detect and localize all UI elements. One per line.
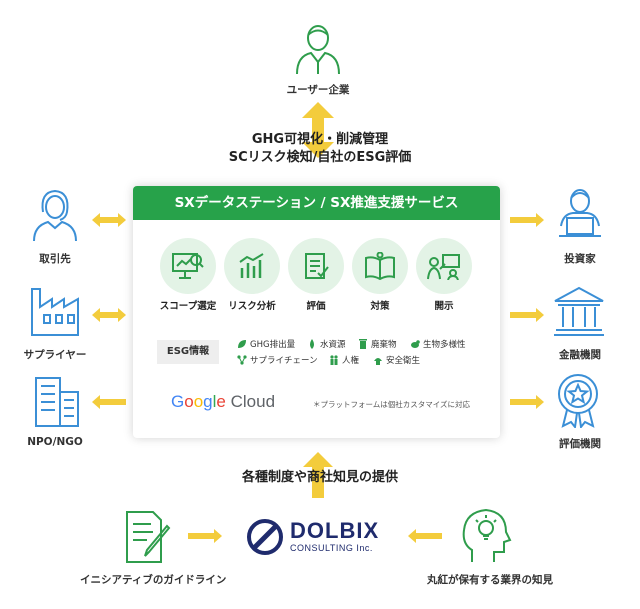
service-card: SXデータステーション / SX推進支援サービス スコープ選定 リスク分析 <box>133 186 500 438</box>
esg-item-label: 廃棄物 <box>371 340 397 350</box>
dolbix-logo-sub: CONSULTING Inc. <box>290 543 373 553</box>
water-drop-icon <box>307 339 317 349</box>
top-flow-line1: GHG可視化・削減管理 <box>251 132 389 147</box>
dolbix-mark-icon <box>247 519 283 555</box>
bottom-right-label: 丸紅が保有する業界の知見 <box>427 574 553 586</box>
right-arrow-1 <box>510 213 544 227</box>
function-evaluation: 評価 <box>286 238 346 312</box>
checklist-icon <box>288 238 344 294</box>
award-medal-icon <box>553 372 603 432</box>
leaf-icon <box>237 339 247 349</box>
function-label: リスク分析 <box>228 301 276 312</box>
left-actor-label-1: 取引先 <box>39 253 71 265</box>
esg-item-label: 生物多様性 <box>423 340 466 350</box>
esg-item-human-rights: 人権 <box>329 354 359 366</box>
right-arrow-3 <box>510 395 544 409</box>
bottom-flow-text: 各種制度や商社知見の提供 <box>220 466 420 485</box>
right-actor-label-2: 金融機関 <box>559 349 601 361</box>
esg-item-label: 人権 <box>342 356 360 366</box>
google-cloud-logo: Google Cloud <box>171 392 276 411</box>
monitor-search-icon <box>160 238 216 294</box>
function-label: 開示 <box>434 301 454 312</box>
investor-laptop-icon <box>555 186 605 244</box>
left-double-arrow-1 <box>92 213 126 227</box>
function-label: スコープ選定 <box>159 301 217 312</box>
woman-icon <box>30 186 80 246</box>
bank-icon <box>552 285 606 341</box>
left-double-arrow-2 <box>92 308 126 322</box>
top-double-arrow <box>302 102 334 158</box>
esg-item-label: 水資源 <box>320 340 346 350</box>
top-flow-line2: SCリスク検知/自社のESG評価 <box>228 150 412 165</box>
esg-item-safety: 安全衛生 <box>373 354 420 366</box>
bar-chart-icon <box>224 238 280 294</box>
function-measures: 対策 <box>350 238 410 312</box>
dolbix-logo: DOLBIX CONSULTING Inc. <box>246 518 394 558</box>
bottom-flow-text-pre: 各種制度や <box>241 470 307 485</box>
user-icon <box>289 18 347 76</box>
bottom-up-arrow <box>303 452 333 498</box>
animal-icon <box>410 339 420 349</box>
bottom-left-arrow <box>188 529 222 543</box>
esg-label: ESG情報 <box>157 340 219 364</box>
people-icon <box>329 355 339 365</box>
service-title: SXデータステーション / SX推進支援サービス <box>133 186 500 220</box>
top-actor-label: ユーザー企業 <box>286 84 350 96</box>
function-label: 対策 <box>370 301 390 312</box>
trash-icon <box>358 339 368 349</box>
right-actor-label-1: 投資家 <box>564 253 596 265</box>
left-actor-label-2: サプライヤー <box>23 349 87 361</box>
function-risk: リスク分析 <box>222 238 282 312</box>
document-pen-icon <box>123 508 175 568</box>
esg-item-water: 水資源 <box>307 338 346 350</box>
esg-item-supplychain: サプライチェーン <box>237 354 318 366</box>
building-icon <box>32 374 82 432</box>
esg-item-label: 安全衛生 <box>386 356 421 366</box>
function-scope: スコープ選定 <box>158 238 218 312</box>
factory-icon <box>28 285 82 341</box>
dolbix-logo-main: DOLBIX <box>290 518 380 543</box>
network-icon <box>237 355 247 365</box>
esg-item-label: GHG排出量 <box>250 340 296 350</box>
bottom-flow-text-highlight: 商社 <box>306 470 333 485</box>
left-arrow-3 <box>92 395 126 409</box>
book-icon <box>352 238 408 294</box>
esg-item-label: サプライチェーン <box>250 356 318 366</box>
safety-icon <box>373 355 383 365</box>
bottom-left-label: イニシアティブのガイドライン <box>80 574 227 586</box>
right-actor-label-3: 評価機関 <box>559 438 601 450</box>
function-label: 評価 <box>306 301 326 312</box>
head-idea-icon <box>458 504 514 568</box>
esg-item-biodiversity: 生物多様性 <box>410 338 466 350</box>
left-actor-label-3: NPO/NGO <box>27 436 83 448</box>
bottom-right-arrow <box>408 529 442 543</box>
esg-item-waste: 廃棄物 <box>358 338 397 350</box>
presentation-icon <box>416 238 472 294</box>
platform-note: ＊プラットフォームは個社カスタマイズに対応 <box>313 400 471 409</box>
bottom-flow-text-post: 知見の提供 <box>333 470 399 485</box>
function-disclosure: 開示 <box>414 238 474 312</box>
right-arrow-2 <box>510 308 544 322</box>
esg-item-ghg: GHG排出量 <box>237 338 295 350</box>
